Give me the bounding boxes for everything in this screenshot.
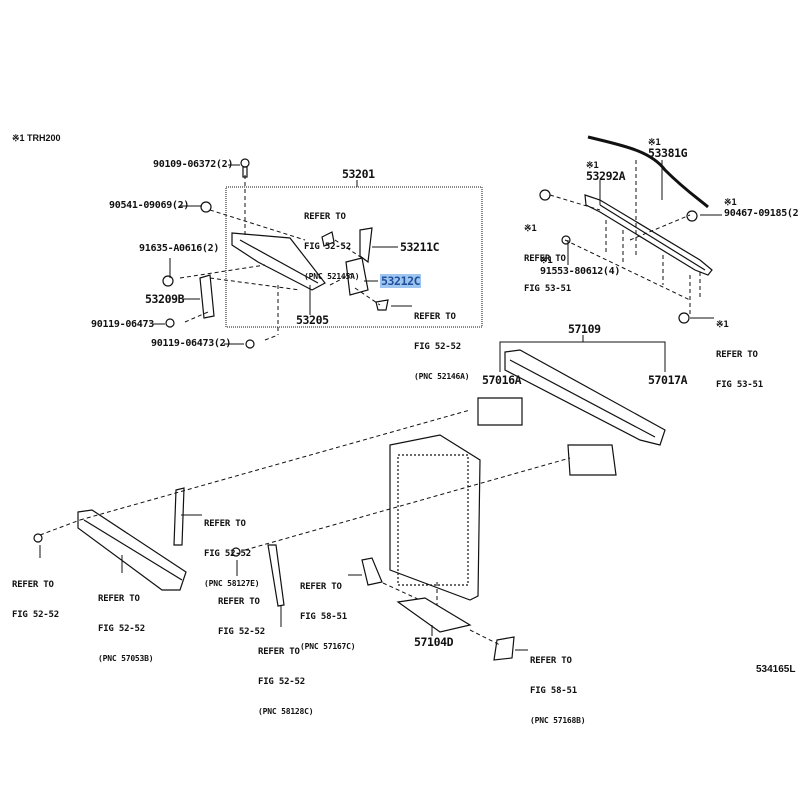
ref-line: FIG 52-52	[204, 549, 251, 559]
part-53201[interactable]: 53201	[342, 167, 375, 181]
refer-pnc-57168b[interactable]: REFER TO FIG 58-51 (PNC 57168B)	[530, 636, 586, 746]
part-53209b[interactable]: 53209B	[145, 292, 185, 306]
part-53381g[interactable]: 53381G	[648, 146, 688, 160]
part-57109[interactable]: 57109	[568, 322, 601, 336]
highlighted-part-label: 53212C	[380, 274, 422, 288]
part-53211c[interactable]: 53211C	[400, 240, 440, 254]
part-90467-09185[interactable]: 90467-09185(2)	[724, 208, 800, 219]
ref-line: REFER TO	[414, 312, 456, 322]
ref-line: (PNC 58127E)	[204, 579, 260, 588]
ref-line: FIG 52-52	[414, 342, 461, 352]
part-90541-09069[interactable]: 90541-09069(2)	[109, 200, 190, 211]
ref-line: REFER TO	[300, 582, 342, 592]
part-53292a[interactable]: 53292A	[586, 169, 626, 183]
mark-53381g: ※1	[648, 138, 661, 148]
mark-90467: ※1	[724, 198, 737, 208]
ref-line: REFER TO	[258, 647, 300, 657]
mark-91553: ※1	[540, 256, 553, 266]
part-90109-06372[interactable]: 90109-06372(2)	[153, 159, 234, 170]
ref-line: FIG 53-51	[716, 380, 763, 390]
ref-line: REFER TO	[204, 519, 246, 529]
part-53205[interactable]: 53205	[296, 313, 329, 327]
refer-pnc-52145a[interactable]: REFER TO FIG 52-52 (PNC 52145A)	[304, 192, 360, 302]
part-57017a[interactable]: 57017A	[648, 373, 688, 387]
ref-line: FIG 53-51	[524, 284, 571, 294]
part-91553-80612[interactable]: 91553-80612(4)	[540, 266, 621, 277]
ref-line: REFER TO	[218, 597, 260, 607]
part-90119-06473[interactable]: 90119-06473	[91, 319, 154, 330]
ref-line: FIG 52-52	[304, 242, 351, 252]
mark-53292a: ※1	[586, 161, 599, 171]
part-57104d[interactable]: 57104D	[414, 635, 454, 649]
ref-line: (PNC 57167C)	[300, 642, 356, 651]
ref-line: REFER TO	[98, 594, 140, 604]
assembly-dashed-lines	[39, 160, 701, 646]
refer-fig-53-51-lower[interactable]: ※1 REFER TO FIG 53-51	[716, 300, 763, 410]
model-note: ※1 TRH200	[12, 133, 61, 143]
ref-line: REFER TO	[12, 580, 54, 590]
ref-line: (PNC 57053B)	[98, 654, 154, 663]
ref-line: FIG 52-52	[258, 677, 305, 687]
refer-pnc-58128c[interactable]: REFER TO FIG 52-52 (PNC 58128C)	[258, 627, 314, 737]
part-57016a[interactable]: 57016A	[482, 373, 522, 387]
ref-line: FIG 52-52	[12, 610, 59, 620]
ref-line: REFER TO	[530, 656, 572, 666]
ref-line: REFER TO	[304, 212, 346, 222]
ref-line: REFER TO	[524, 254, 566, 264]
refer-pnc-57053b[interactable]: REFER TO FIG 52-52 (PNC 57053B)	[98, 574, 154, 684]
ref-line: (PNC 58128C)	[258, 707, 314, 716]
part-shapes	[33, 135, 713, 661]
part-53212c-highlighted[interactable]: 53212C	[380, 274, 422, 288]
refer-fig-52-52-left[interactable]: REFER TO FIG 52-52	[12, 560, 59, 640]
refer-fig-52-52-mid[interactable]: REFER TO FIG 52-52	[218, 577, 265, 657]
ref-line: (PNC 52145A)	[304, 272, 360, 281]
refer-pnc-58127e[interactable]: REFER TO FIG 52-52 (PNC 58127E)	[204, 499, 260, 609]
mark: ※1	[716, 320, 729, 330]
ref-line: FIG 58-51	[530, 686, 577, 696]
refer-pnc-52146a[interactable]: REFER TO FIG 52-52 (PNC 52146A)	[414, 292, 470, 402]
mark: ※1	[524, 224, 537, 234]
ref-line: FIG 52-52	[218, 627, 265, 637]
ref-line: (PNC 52146A)	[414, 372, 470, 381]
ref-line: FIG 52-52	[98, 624, 145, 634]
assembly-box-53201	[225, 186, 483, 328]
part-90119-06473-2[interactable]: 90119-06473(2)	[151, 338, 232, 349]
ref-line: REFER TO	[716, 350, 758, 360]
part-91635-a0616[interactable]: 91635-A0616(2)	[139, 243, 220, 254]
refer-pnc-57167c[interactable]: REFER TO FIG 58-51 (PNC 57167C)	[300, 562, 356, 672]
figure-id: 534165L	[756, 664, 796, 675]
ref-line: FIG 58-51	[300, 612, 347, 622]
ref-line: (PNC 57168B)	[530, 716, 586, 725]
refer-fig-53-51-upper[interactable]: ※1 REFER TO FIG 53-51	[524, 204, 571, 314]
